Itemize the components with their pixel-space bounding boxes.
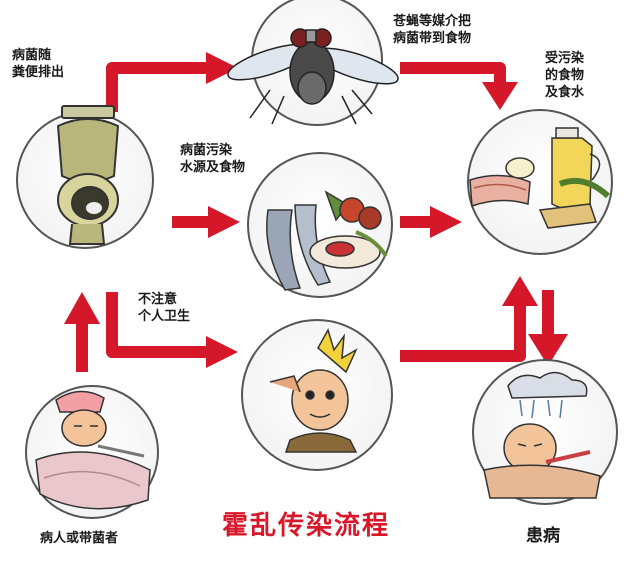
label-excrete: 病菌随 粪便排出 (12, 47, 64, 81)
sick-patient-icon (483, 371, 601, 499)
diagram-title: 霍乱传染流程 (222, 511, 391, 541)
label-hygiene: 不注意 个人卫生 (138, 291, 190, 325)
arrow-branch-to-person (106, 292, 208, 358)
label-contaminated-food-line3: 及食水 (545, 85, 585, 100)
label-excrete-line1: 病菌随 (12, 48, 52, 63)
arrowhead-person (206, 336, 238, 368)
label-pollute-water-line1: 病菌污染 (180, 143, 233, 158)
arrowhead-food-bottom (502, 276, 538, 306)
label-patient-carrier: 病人或带菌者 (40, 531, 119, 546)
arrowhead-fly (206, 52, 238, 84)
label-contaminated-food-line2: 的食物 (545, 68, 585, 83)
toilet-icon (56, 105, 120, 245)
arrowhead-food-top (482, 82, 518, 110)
unhygienic-person-icon (269, 328, 358, 453)
food-and-water-icon (266, 190, 388, 291)
arrowhead-toilet (64, 292, 100, 324)
label-excrete-line2: 粪便排出 (12, 65, 65, 80)
arrow-toilet-to-fly (106, 62, 208, 112)
contaminated-food-icon (469, 127, 611, 229)
arrow-person-to-food (400, 304, 526, 362)
label-contaminated-food: 受污染 的食物 及食水 (545, 50, 584, 101)
label-fly-carry-line1: 苍蝇等媒介把 (393, 14, 472, 29)
label-hygiene-line2: 个人卫生 (138, 309, 191, 324)
label-contaminated-food-line1: 受污染 (545, 51, 585, 66)
label-pollute-water: 病菌污染 水源及食物 (180, 142, 245, 176)
label-fly-carry-line2: 病菌带到食物 (393, 31, 472, 46)
label-fly-carry: 苍蝇等媒介把 病菌带到食物 (393, 13, 471, 47)
arrowhead-foodwater (208, 206, 240, 238)
sick-person-icon (35, 390, 151, 510)
arrowhead-sick (528, 334, 568, 366)
arrow-fly-to-food (400, 62, 506, 84)
fly-icon (227, 28, 399, 125)
label-sick: 患病 (526, 526, 560, 546)
arrowhead-food-mid (430, 206, 462, 238)
label-hygiene-line1: 不注意 (138, 292, 178, 307)
label-pollute-water-line2: 水源及食物 (180, 160, 246, 175)
